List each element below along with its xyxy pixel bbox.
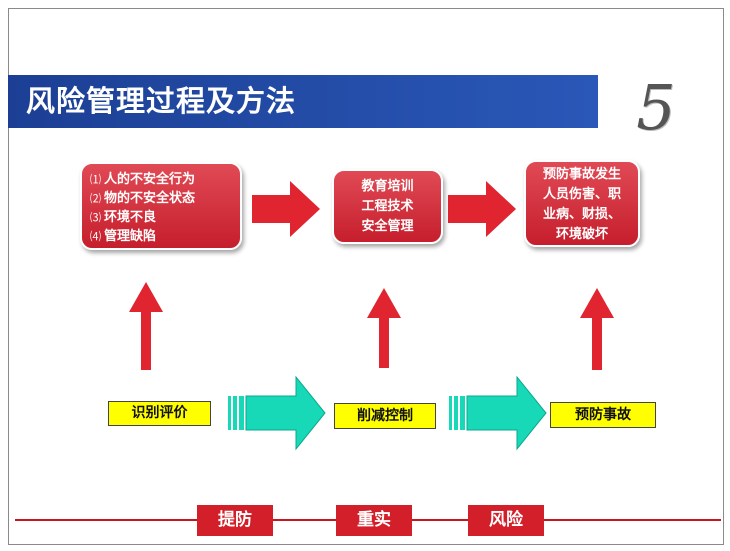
cyan-stripe: [449, 396, 452, 430]
outcome-line: 人员伤害、职: [542, 187, 621, 202]
risk-factor-item: ⑷管理缺陷: [90, 227, 240, 246]
identify-label: 识别评价: [108, 401, 211, 426]
item-number: ⑷: [90, 230, 101, 243]
item-number: ⑴: [90, 173, 101, 186]
arrow-up-2: [367, 288, 401, 368]
cyan-stripe: [228, 396, 231, 430]
measure-item: 工程技术: [361, 199, 414, 214]
arrow-up-3: [580, 288, 614, 370]
arrow-up-1: [129, 282, 163, 370]
measures-box: 教育培训 工程技术 安全管理: [332, 169, 443, 244]
measure-item: 教育培训: [361, 179, 414, 194]
cyan-stripe: [233, 396, 237, 430]
cyan-stripe: [460, 396, 465, 430]
prevent-label: 预防事故: [550, 402, 656, 428]
measure-item: 安全管理: [361, 219, 414, 234]
outcomes-box: 预防事故发生 人员伤害、职 业病、财损、 环境破坏: [524, 160, 640, 247]
outcome-line: 预防事故发生: [542, 167, 621, 182]
item-text: 人的不安全行为: [104, 172, 196, 187]
risk-factor-item: ⑶环境不良: [90, 208, 240, 227]
cyan-arrow-2: [466, 375, 547, 451]
item-text: 环境不良: [104, 210, 157, 225]
slide-number: 5: [636, 71, 676, 144]
risk-factor-item: ⑵物的不安全状态: [90, 189, 240, 208]
risk-factor-item: ⑴人的不安全行为: [90, 170, 240, 189]
title-bar: 风险管理过程及方法: [8, 75, 598, 128]
outcome-line: 环境破坏: [555, 227, 608, 242]
item-text: 物的不安全状态: [104, 191, 196, 206]
slide-title: 风险管理过程及方法: [26, 84, 297, 118]
arrow-right-2: [448, 181, 516, 237]
arrow-right-1: [252, 181, 320, 237]
footer-tab-2: 重实: [336, 505, 412, 536]
cyan-arrow-1: [245, 375, 326, 451]
footer-tab-1: 提防: [197, 505, 273, 536]
item-number: ⑵: [90, 192, 101, 205]
cyan-stripe: [239, 396, 244, 430]
outcome-line: 业病、财损、: [542, 207, 621, 222]
control-label: 削减控制: [334, 403, 436, 429]
item-number: ⑶: [90, 211, 101, 224]
item-text: 管理缺陷: [104, 229, 157, 244]
cyan-stripe: [454, 396, 458, 430]
risk-factors-box: ⑴人的不安全行为 ⑵物的不安全状态 ⑶环境不良 ⑷管理缺陷: [80, 162, 242, 250]
footer-tab-3: 风险: [468, 505, 544, 536]
